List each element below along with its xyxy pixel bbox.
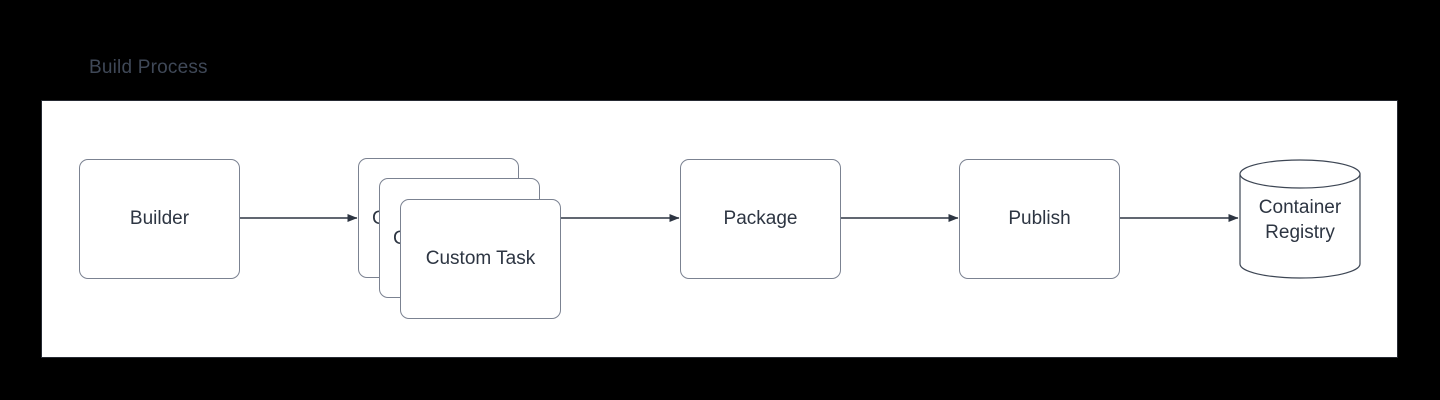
node-publish-label: Publish xyxy=(1008,208,1071,229)
node-builder-label: Builder xyxy=(129,208,190,229)
node-package-label: Package xyxy=(723,208,798,229)
node-package[interactable]: Package xyxy=(680,159,841,279)
node-container-registry-label-line1: Container xyxy=(1258,197,1342,218)
node-custom-task-label-back: Custom Task xyxy=(372,208,382,229)
node-builder[interactable]: Builder xyxy=(79,159,240,279)
node-publish[interactable]: Publish xyxy=(959,159,1120,279)
node-container-registry[interactable]: Container Registry xyxy=(1239,159,1361,279)
node-container-registry-label: Container Registry xyxy=(1239,195,1361,245)
node-custom-task[interactable]: Custom Task xyxy=(400,199,561,319)
node-custom-task-label-middle: Custom Task xyxy=(393,228,403,249)
node-container-registry-label-line2: Registry xyxy=(1265,222,1335,243)
diagram-title: Build Process xyxy=(89,57,208,78)
node-custom-task-label: Custom Task xyxy=(425,248,536,269)
cylinder-shape xyxy=(1239,159,1361,279)
